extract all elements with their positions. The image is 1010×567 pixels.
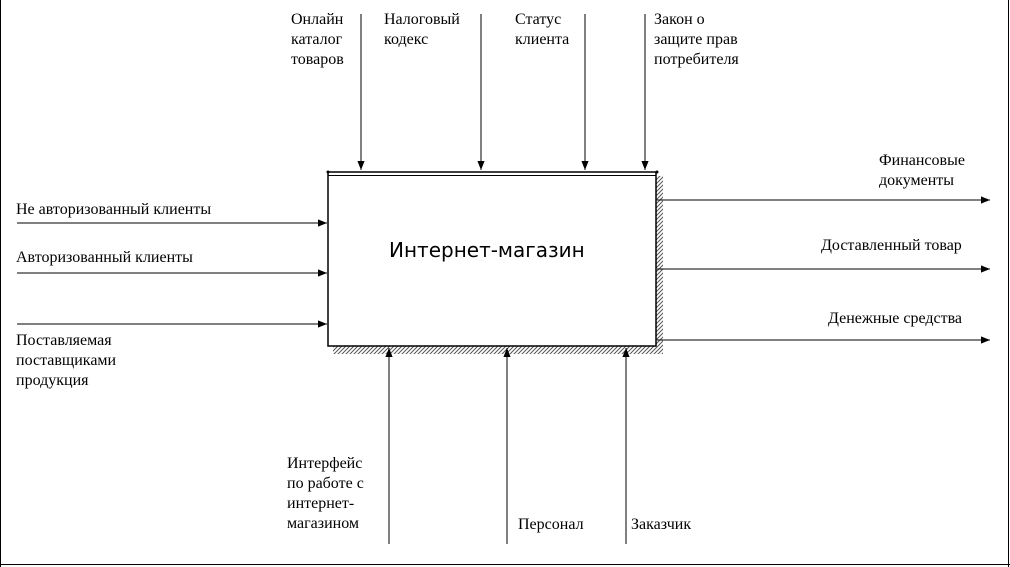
frame-right-edge — [1008, 0, 1009, 567]
input-label-supplied-products: Поставляемая поставщиками продукция — [16, 332, 117, 389]
frame-bottom-edge — [0, 564, 1010, 565]
corner-dot-left — [326, 170, 330, 174]
mechanism-label-staff: Персонал — [518, 516, 584, 533]
control-label-tax-code: Налоговый кодекс — [384, 11, 460, 48]
process-title: Интернет-магазин — [389, 238, 585, 262]
output-label-money: Денежные средства — [828, 310, 963, 327]
control-label-consumer-law: Закон о защите прав потребителя — [654, 11, 739, 68]
output-label-delivered-goods: Доставленный товар — [821, 237, 962, 254]
frame-left-edge — [0, 0, 1, 567]
control-label-catalog: Онлайн каталог товаров — [291, 11, 344, 68]
input-label-unauthorized: Не авторизованный клиенты — [16, 201, 212, 218]
mechanism-label-customer: Заказчик — [631, 516, 692, 533]
input-label-authorized: Авторизованный клиенты — [16, 249, 193, 266]
control-label-client-status: Статус клиента — [515, 11, 570, 48]
process-box[interactable] — [327, 171, 657, 347]
corner-dot-right — [655, 170, 659, 174]
mechanism-label-interface: Интерфейс по работе с интернет- магазино… — [287, 455, 364, 532]
output-label-financial-docs: Финансовые документы — [879, 152, 965, 189]
